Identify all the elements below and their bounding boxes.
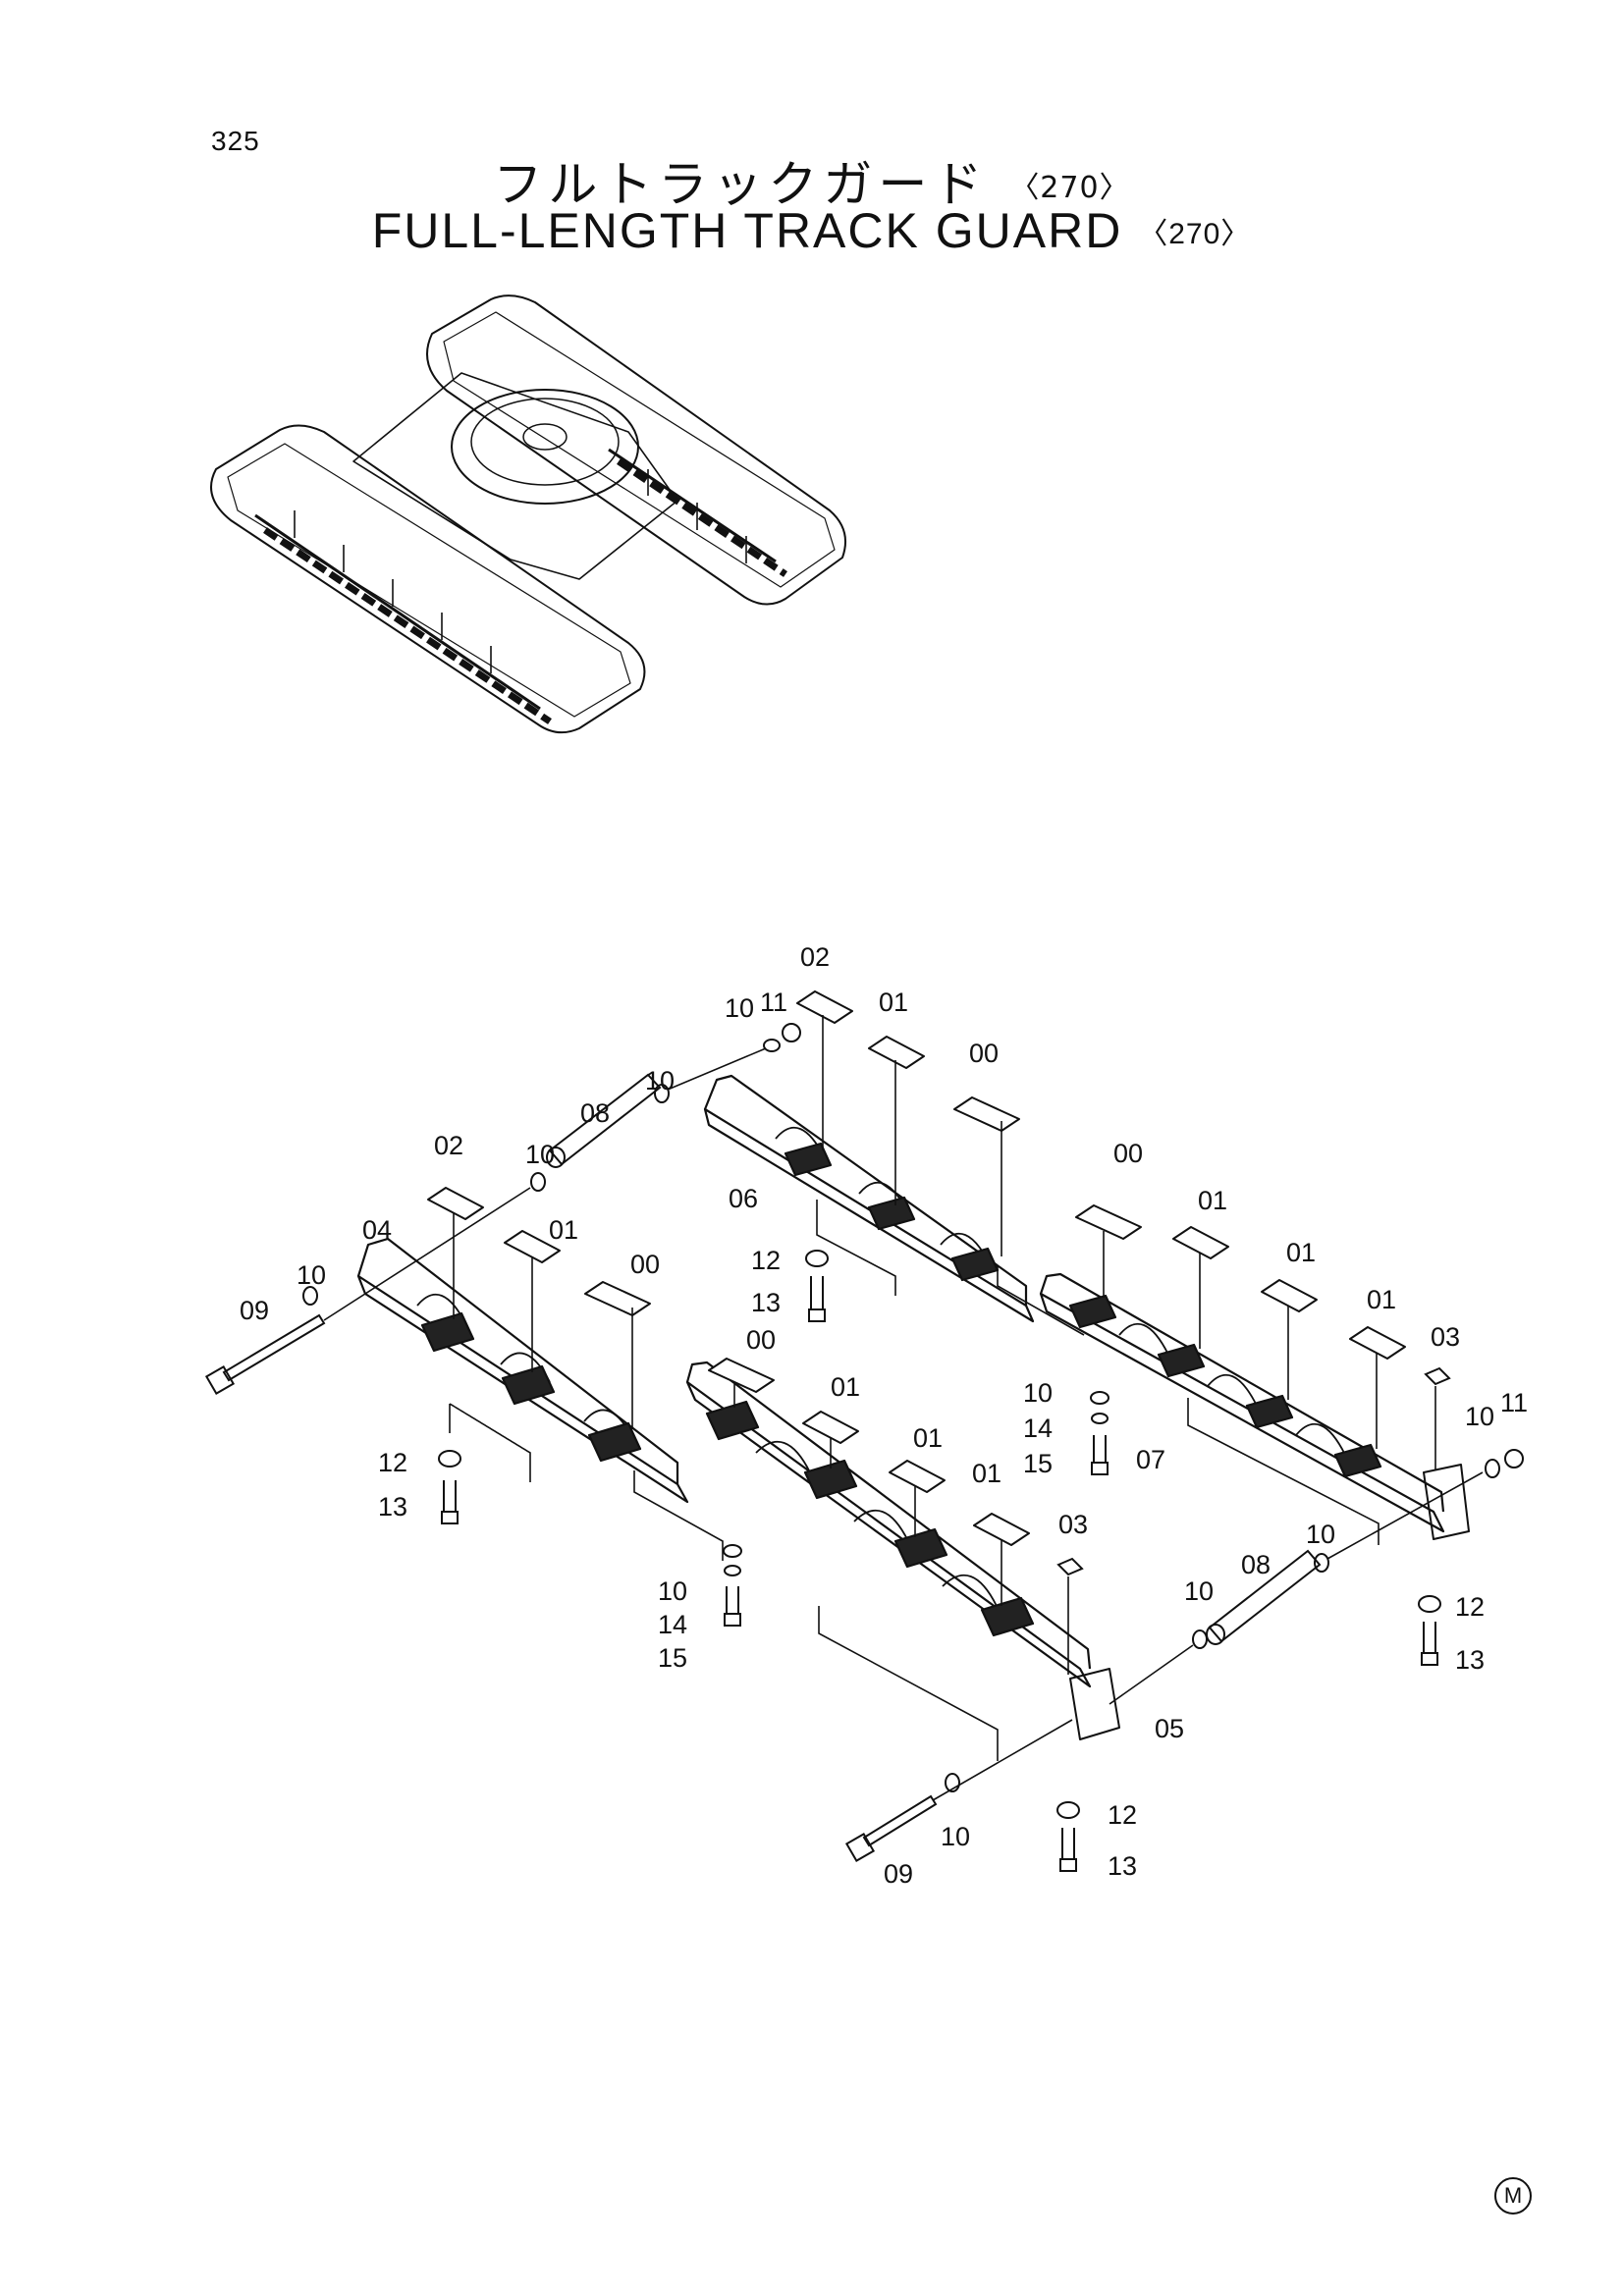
callout-12-left: 12 — [378, 1448, 407, 1477]
callout-01-right-a: 01 — [1198, 1186, 1227, 1215]
callout-03-center: 03 — [1058, 1510, 1088, 1539]
callout-10-bottom: 10 — [941, 1822, 970, 1851]
callout-01-right-c: 01 — [1367, 1285, 1396, 1314]
callout-10-mid-right: 10 — [1023, 1378, 1053, 1408]
callout-01-right-b: 01 — [1286, 1238, 1316, 1267]
callout-15-center: 15 — [658, 1643, 687, 1673]
callout-13-rear: 13 — [751, 1288, 781, 1317]
callout-10-top: 10 — [725, 993, 754, 1023]
callout-08-front: 08 — [1241, 1550, 1271, 1579]
callout-01-center-a: 01 — [831, 1372, 860, 1402]
plates — [427, 990, 1406, 1546]
callout-10-left-lower: 10 — [297, 1260, 326, 1290]
callout-05: 05 — [1155, 1714, 1184, 1743]
callout-10-left-upper: 10 — [525, 1140, 555, 1169]
callout-14-center: 14 — [658, 1610, 687, 1639]
callout-13-bottom: 13 — [1108, 1851, 1137, 1881]
title-english-text: FULL-LENGTH TRACK GUARD — [371, 203, 1123, 258]
callout-10-rear-bar: 10 — [645, 1066, 675, 1095]
callout-03-right: 03 — [1431, 1322, 1460, 1352]
callout-00-right-upper: 00 — [1113, 1139, 1143, 1168]
page-number: 325 — [211, 126, 260, 156]
callout-01-top: 01 — [879, 988, 908, 1017]
callout-13-right: 13 — [1455, 1645, 1485, 1675]
callout-13-left: 13 — [378, 1492, 407, 1522]
callout-01-center-b: 01 — [913, 1423, 943, 1453]
callout-10-front-bar-left: 10 — [1184, 1576, 1214, 1606]
leader-lines — [323, 1015, 1484, 1801]
callout-15-mid-right: 15 — [1023, 1449, 1053, 1478]
rear-guard-rail — [703, 1074, 1470, 1540]
callout-00-top: 00 — [969, 1039, 999, 1068]
title-japanese-suffix: 〈270〉 — [1009, 171, 1130, 205]
circled-m-mark: M — [1494, 2177, 1532, 2215]
callout-12-right: 12 — [1455, 1592, 1485, 1622]
callout-11-right: 11 — [1500, 1388, 1528, 1417]
callout-02-top: 02 — [800, 942, 830, 972]
callout-07: 07 — [1136, 1445, 1165, 1474]
callout-01-left: 01 — [549, 1215, 578, 1245]
callout-00-center: 00 — [746, 1325, 776, 1355]
callout-12-bottom: 12 — [1108, 1800, 1137, 1830]
callout-09-bottom: 09 — [884, 1859, 913, 1889]
front-guard-rail — [356, 1237, 1120, 1740]
callout-09-left: 09 — [240, 1296, 269, 1325]
title-japanese-text: フルトラックガード — [493, 156, 989, 213]
callout-08-rear: 08 — [580, 1098, 610, 1128]
callout-11-top: 11 — [760, 988, 787, 1017]
callout-01-center-c: 01 — [972, 1459, 1001, 1488]
callout-12-rear: 12 — [751, 1246, 781, 1275]
callout-10-center: 10 — [658, 1576, 687, 1606]
title-english: FULL-LENGTH TRACK GUARD 〈270〉 — [0, 202, 1623, 259]
callout-labels: 02 10 11 01 00 10 08 02 10 06 00 01 04 0… — [240, 942, 1528, 1889]
callout-00-left: 00 — [630, 1250, 660, 1279]
callout-02-left: 02 — [434, 1131, 463, 1160]
title-japanese: フルトラックガード 〈270〉 — [0, 145, 1623, 216]
title-english-suffix: 〈270〉 — [1138, 218, 1252, 250]
loose-parts — [204, 1023, 1524, 1872]
callout-14-mid-right: 14 — [1023, 1414, 1053, 1443]
callout-04: 04 — [362, 1215, 392, 1245]
callout-10-right-end: 10 — [1465, 1402, 1494, 1431]
callout-10-front-bar-right: 10 — [1306, 1520, 1335, 1549]
undercarriage-overview — [210, 294, 846, 734]
callout-06: 06 — [729, 1184, 758, 1213]
